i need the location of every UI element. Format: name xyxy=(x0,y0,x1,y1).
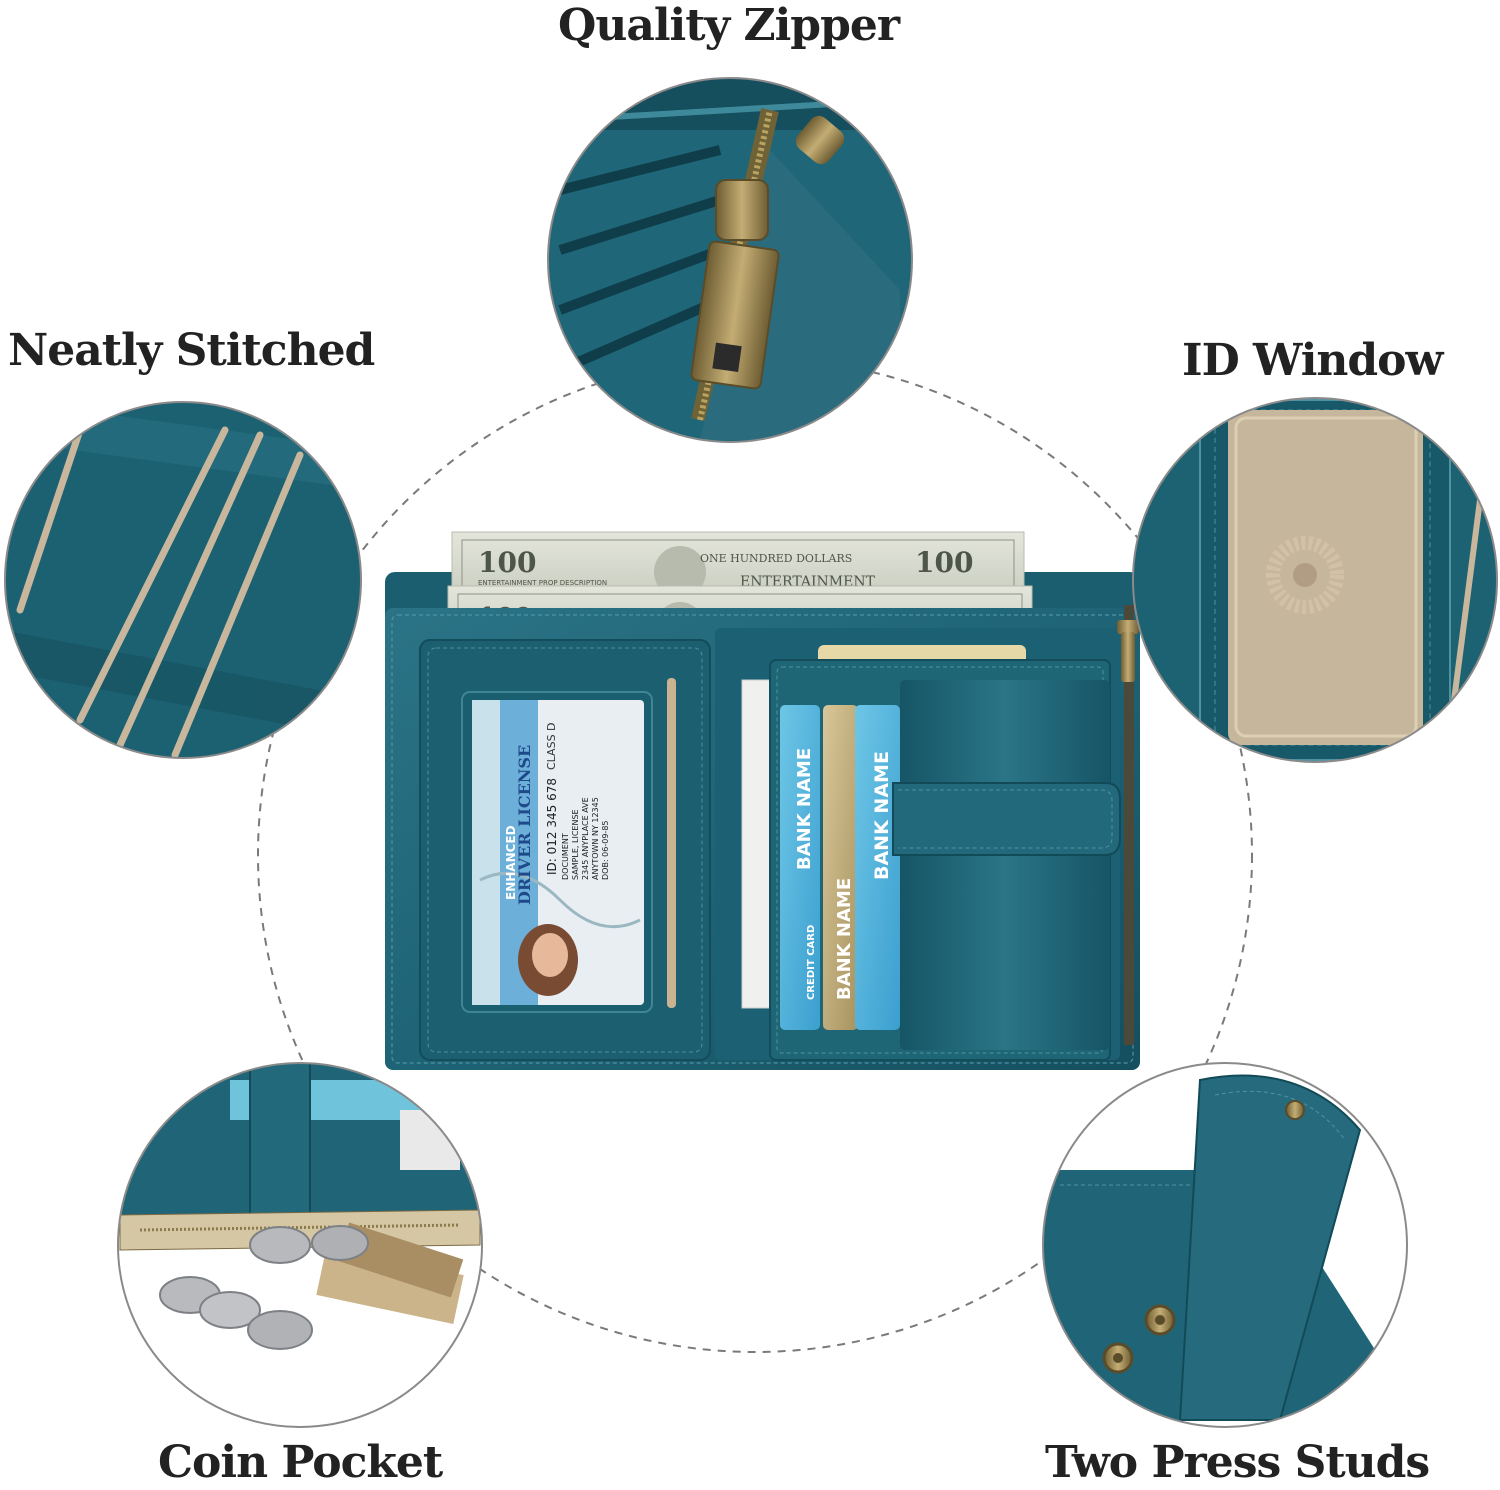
id-document: DOCUMENT xyxy=(561,833,570,880)
press-stud-top xyxy=(1285,1100,1305,1120)
zipper-slider xyxy=(1117,620,1139,634)
coin-circle-border xyxy=(117,1062,483,1428)
banknote-denomination: 100 xyxy=(915,546,973,579)
bank-name-3: BANK NAME xyxy=(871,751,893,880)
credit-card-blue xyxy=(780,705,820,1030)
id-address2: ANYTOWN NY 12345 xyxy=(591,797,600,880)
card-slot-line xyxy=(667,678,676,1008)
id-number: ID: 012 345 678 xyxy=(545,778,559,875)
zipper-circle-border xyxy=(547,77,913,443)
id-title: DRIVER LICENSE xyxy=(515,745,534,905)
zoom-zipper xyxy=(548,78,912,442)
zoom-id-window xyxy=(1133,398,1497,762)
studs-circle-border xyxy=(1042,1062,1408,1428)
id-dob: DOB: 06-09-85 xyxy=(601,821,610,881)
id-window-panel xyxy=(1228,410,1423,745)
sunflower-emblem xyxy=(1266,536,1344,614)
bank-name-1: BANK NAME xyxy=(794,748,815,870)
id-address1: 2345 ANYPLACE AVE xyxy=(581,797,590,880)
stitched-circle-border xyxy=(4,401,362,759)
credit-card-lightblue xyxy=(855,705,900,1030)
id-circle-border xyxy=(1132,397,1498,763)
id-class: CLASS D xyxy=(545,722,558,770)
zipper-pull xyxy=(1121,632,1135,682)
zipper-pull-tab xyxy=(690,240,780,390)
stud-strap xyxy=(1178,1074,1362,1421)
credit-card-gold xyxy=(823,705,858,1030)
banknote-footer-left: ENTERTAINMENT PROP DESCRIPTION xyxy=(478,579,607,587)
id-window: ENHANCED DRIVER LICENSE CLASS D ID: 012 … xyxy=(461,691,653,1013)
label-neatly-stitched: Neatly Stitched xyxy=(8,325,375,376)
id-name: SAMPLE, LICENSE xyxy=(571,809,580,880)
label-id-window: ID Window xyxy=(1182,335,1443,386)
credit-card-label: CREDIT CARD xyxy=(806,925,817,1000)
strap xyxy=(892,782,1121,856)
id-enhanced: ENHANCED xyxy=(504,825,518,900)
banknote-header: ONE HUNDRED DOLLARS xyxy=(700,552,852,565)
label-coin-pocket: Coin Pocket xyxy=(158,1437,443,1488)
zoom-coin-pocket xyxy=(118,1063,482,1427)
zipper-track xyxy=(1124,605,1134,1045)
wallet-main: 100 100 ONE HUNDRED DOLLARS ENTERTAINMEN… xyxy=(385,531,1140,1070)
zoom-press-studs xyxy=(1043,1063,1407,1427)
label-quality-zipper: Quality Zipper xyxy=(558,0,900,51)
bank-name-2: BANK NAME xyxy=(834,878,855,1000)
card-pocket xyxy=(900,680,1110,1050)
zipper-head xyxy=(715,179,769,241)
banknote-denomination: 100 xyxy=(478,546,536,579)
banknote-top: 100 100 ONE HUNDRED DOLLARS ENTERTAINMEN… xyxy=(451,531,1025,599)
label-two-press-studs: Two Press Studs xyxy=(1045,1437,1430,1488)
